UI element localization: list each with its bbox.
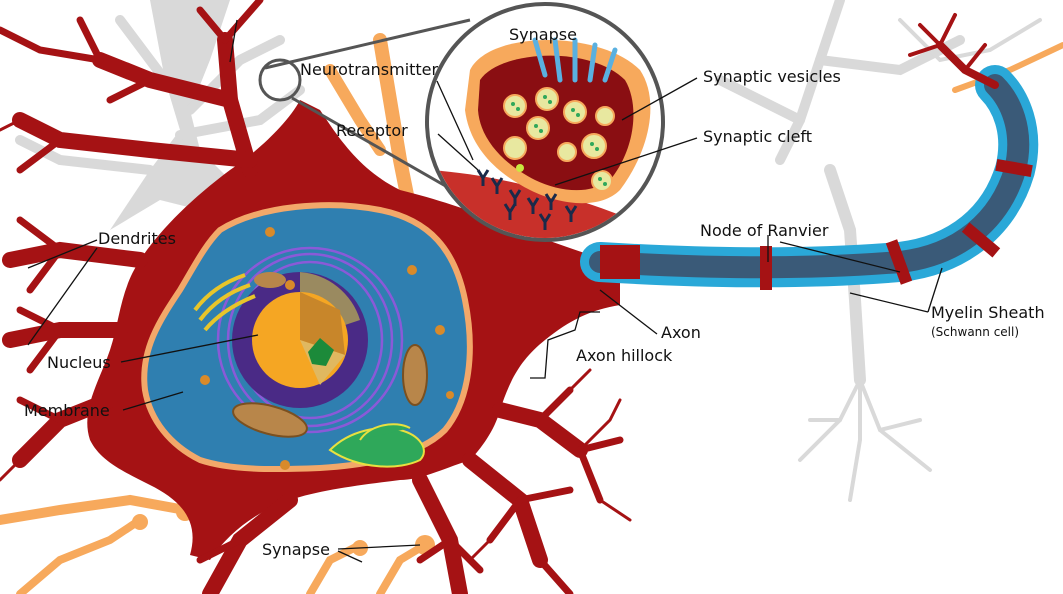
node-of-ranvier: [760, 246, 772, 290]
label-synaptic-vesicles: Synaptic vesicles: [703, 67, 841, 86]
label-synaptic-cleft: Synaptic cleft: [703, 127, 812, 146]
label-node-of-ranvier: Node of Ranvier: [700, 221, 829, 240]
label-receptor: Receptor: [336, 121, 408, 140]
axon-terminal-top-right: [910, 15, 995, 85]
label-dendrites: Dendrites: [98, 229, 176, 248]
label-axon-hillock: Axon hillock: [576, 346, 673, 365]
label-synapse-bottom: Synapse: [262, 540, 330, 559]
label-nucleus: Nucleus: [47, 353, 111, 372]
label-synapse-top: Synapse: [509, 25, 577, 44]
axon: [600, 85, 1033, 290]
label-axon: Axon: [661, 323, 701, 342]
label-schwann-cell: (Schwann cell): [931, 325, 1019, 339]
label-neurotransmitter: Neurotransmitter: [300, 60, 439, 79]
neurotransmitter-molecule: [516, 164, 524, 172]
label-myelin-sheath: Myelin Sheath: [931, 303, 1045, 322]
label-membrane: Membrane: [24, 401, 110, 420]
